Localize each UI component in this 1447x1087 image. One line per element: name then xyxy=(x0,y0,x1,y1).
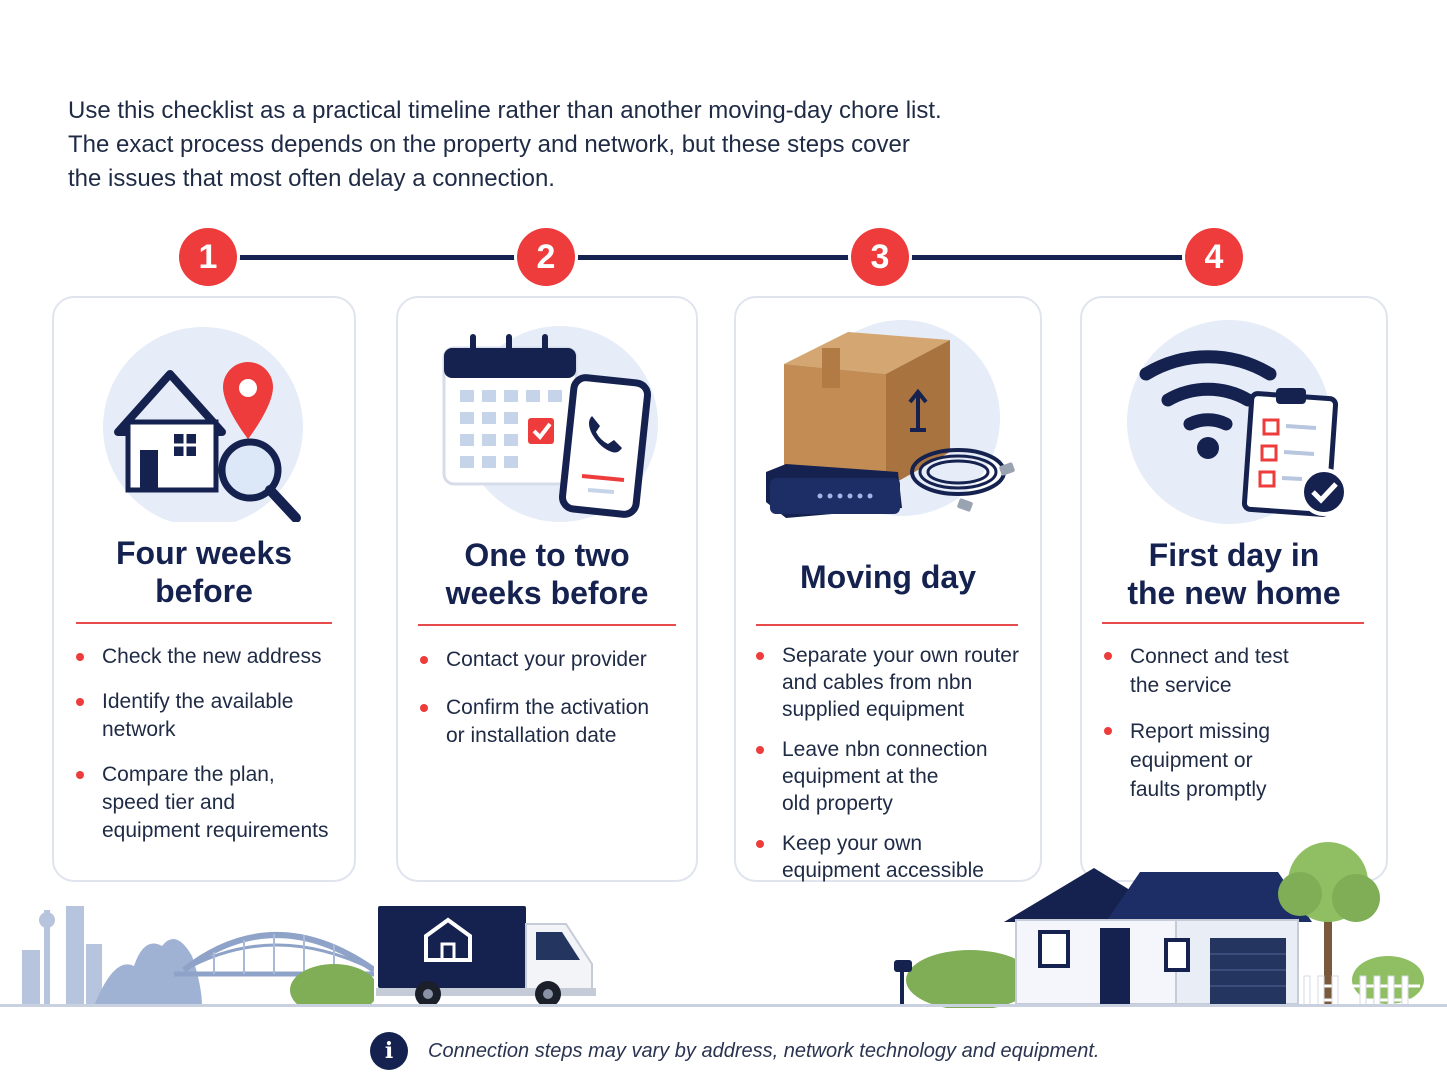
step-number-3: 3 xyxy=(851,228,909,286)
step-card-four-weeks: Four weeks before Check the new address … xyxy=(52,296,356,882)
box-router-cable-icon xyxy=(766,320,1015,518)
timeline-connector xyxy=(576,255,852,260)
city-skyline-illustration xyxy=(22,906,374,1006)
step-card-first-day: First day in the new home Connect and te… xyxy=(1080,296,1388,882)
step-title: First day in the new home xyxy=(1082,536,1386,612)
step-title-line: First day in xyxy=(1148,537,1320,573)
title-divider xyxy=(76,622,332,624)
step-title-line: the new home xyxy=(1127,575,1341,611)
moving-truck-illustration xyxy=(376,906,596,1007)
timeline-connector xyxy=(910,255,1186,260)
step-title: One to two weeks before xyxy=(398,536,696,612)
ground-line xyxy=(0,1004,1447,1007)
step-number-2: 2 xyxy=(517,228,575,286)
list-item: Check the new address xyxy=(76,643,328,671)
step-title-line: weeks before xyxy=(445,575,649,611)
timeline-connector xyxy=(238,255,516,260)
list-item: Contact your provider xyxy=(420,646,649,674)
footer-note: i Connection steps may vary by address, … xyxy=(370,1032,1099,1070)
intro-text: Use this checklist as a practical timeli… xyxy=(68,94,968,196)
step-checklist: Contact your provider Confirm the activa… xyxy=(420,646,649,767)
intro-line-1: Use this checklist as a practical timeli… xyxy=(68,97,942,124)
title-divider xyxy=(1102,622,1364,624)
step-number-4: 4 xyxy=(1185,228,1243,286)
wifi-checklist-icon xyxy=(1127,320,1348,524)
step-card-one-two-weeks: One to two weeks before Contact your pro… xyxy=(396,296,698,882)
title-divider xyxy=(756,624,1018,626)
calendar-phone-icon xyxy=(442,326,658,522)
step-title-line: One to two xyxy=(464,537,630,573)
step-title: Moving day xyxy=(799,559,976,595)
intro-line-3: the issues that most often delay a conne… xyxy=(68,165,555,192)
step-title-line: before xyxy=(155,573,253,609)
step-checklist: Check the new address Identify the avail… xyxy=(76,643,328,862)
house-location-search-icon xyxy=(103,327,303,522)
step-title: Four weeks before xyxy=(54,534,354,610)
intro-line-2: The exact process depends on the propert… xyxy=(68,131,910,158)
step-number-1: 1 xyxy=(179,228,237,286)
new-home-illustration xyxy=(894,842,1424,1008)
step-title-line: Four weeks xyxy=(115,535,293,571)
info-icon: i xyxy=(370,1032,408,1070)
title-divider xyxy=(418,624,676,626)
footer-text: Connection steps may vary by address, ne… xyxy=(428,1039,1100,1062)
